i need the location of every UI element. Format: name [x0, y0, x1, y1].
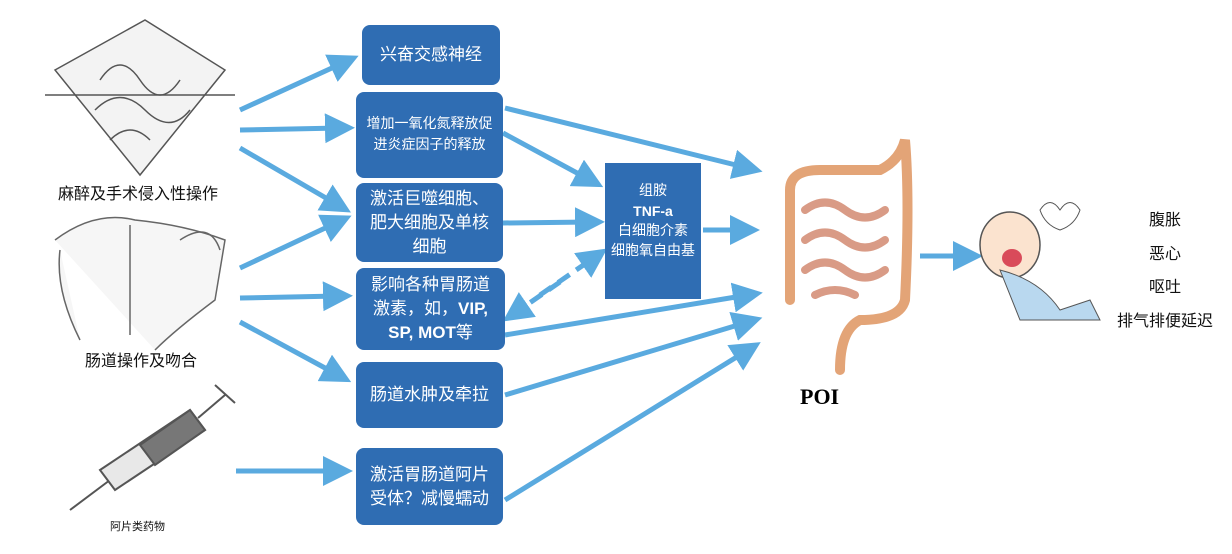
mechanism-text: 增加一氧化氮释放促进炎症因子的释放: [366, 116, 493, 153]
cause-label-opioids: 阿片类药物: [110, 520, 165, 533]
mechanism-hormones: 影响各种胃肠道激素，如，VIP, SP, MOT等: [356, 268, 505, 350]
arrow: [503, 342, 761, 503]
mediator-histamine: 组胺: [639, 183, 667, 199]
mediator-interleukin: 白细胞介素: [618, 223, 688, 239]
arrow: [239, 113, 355, 144]
surgery-illustration: [45, 19, 235, 177]
mechanism-text: 肠道水肿及牵拉: [370, 385, 489, 405]
mediator-free-radicals: 细胞氧自由基: [611, 243, 695, 259]
symptom-nausea: 恶心: [1148, 244, 1181, 263]
arrow: [504, 282, 763, 338]
mechanism-text-c: 等: [455, 323, 473, 343]
poi-label: POI: [800, 384, 840, 409]
mechanism-text-b: VIP, SP, MOT: [388, 299, 488, 342]
mediator-tnf: TNF-a: [633, 203, 673, 219]
sick-person-illustration: [979, 202, 1101, 321]
arrow: [239, 281, 353, 312]
arrow: [238, 319, 352, 383]
mechanism-opioid-receptor: 激活胃肠道阿片受体？减慢蠕动: [356, 448, 503, 525]
dashed-arrow: [502, 279, 562, 322]
arrow: [504, 311, 763, 398]
mediators-box: 组胺 TNF-a 白细胞介素 细胞氧自由基: [605, 163, 701, 299]
arrow: [238, 214, 352, 271]
arrow: [504, 105, 763, 179]
syringe-illustration: [69, 384, 236, 511]
cause-label-bowel-manipulation: 肠道操作及吻合: [85, 351, 198, 370]
mechanism-text: 激活胃肠道阿片受体？减慢蠕动: [370, 464, 489, 509]
symptom-vomiting: 呕吐: [1148, 277, 1181, 296]
arrow: [501, 130, 604, 188]
mechanism-sympathetic: 兴奋交感神经: [362, 25, 500, 85]
mechanism-text: 兴奋交感神经: [380, 45, 482, 65]
cause-label-anesthesia: 麻醉及手术侵入性操作: [58, 184, 219, 203]
mechanism-text: 激活巨噬细胞、肥大细胞及单核细胞: [370, 188, 489, 257]
symptom-bloating: 腹胀: [1148, 210, 1181, 229]
mechanism-text: 影响各种胃肠道激素，如，VIP, SP, MOT等: [364, 273, 497, 345]
anastomosis-illustration: [54, 216, 226, 351]
mechanism-text-a: 影响各种胃肠道激素，如，: [371, 275, 490, 319]
mechanism-nitric-oxide: 增加一氧化氮释放促进炎症因子的释放: [356, 92, 503, 178]
symptom-delayed-flatus: 排气排便延迟: [1116, 311, 1213, 330]
arrow: [238, 54, 359, 113]
mechanism-macrophages: 激活巨噬细胞、肥大细胞及单核细胞: [356, 183, 503, 262]
intestine-illustration: [785, 138, 913, 375]
mechanism-edema: 肠道水肿及牵拉: [356, 362, 503, 428]
arrow: [238, 145, 351, 213]
arrow: [502, 207, 605, 238]
